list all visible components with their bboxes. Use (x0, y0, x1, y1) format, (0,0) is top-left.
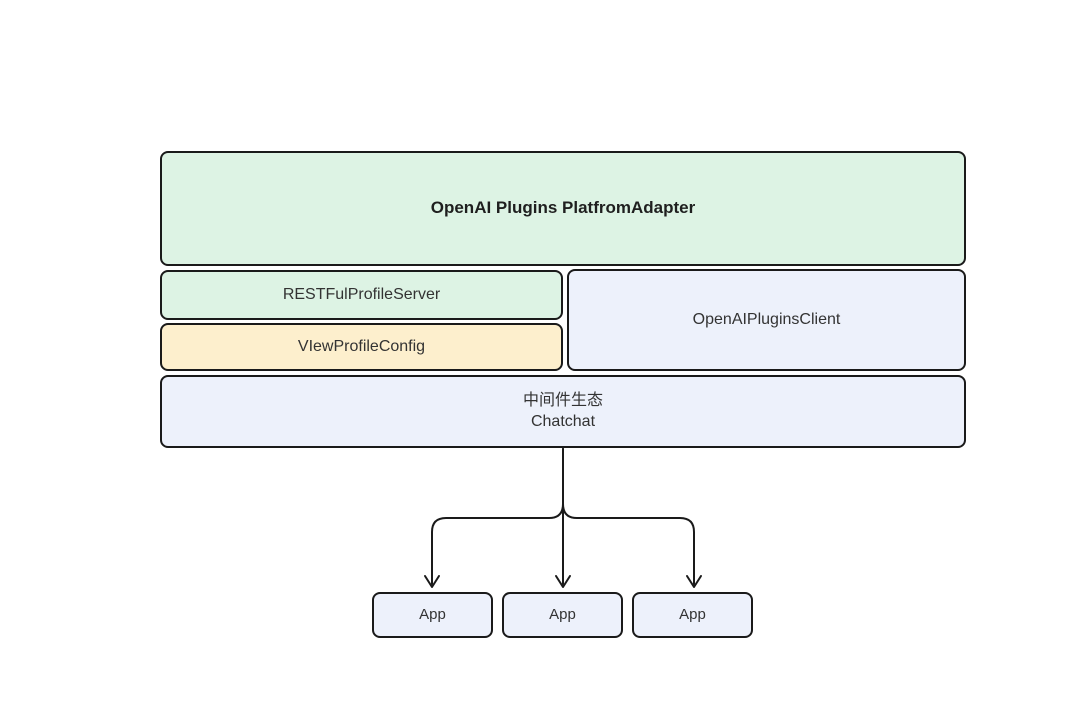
app-box-2: App (502, 592, 623, 638)
arrow-to-app-1 (431, 448, 564, 585)
plugins-client-box: OpenAIPluginsClient (567, 269, 966, 371)
rest-server-label: RESTFulProfileServer (282, 285, 441, 303)
rest-server-box: RESTFulProfileServer (160, 270, 563, 320)
middleware-box: 中间件生态 Chatchat (160, 375, 966, 448)
adapter-box: OpenAI Plugins PlatfromAdapter (160, 151, 966, 266)
app-label-3: App (679, 606, 706, 624)
app-label-2: App (549, 606, 576, 624)
arrowhead-app-1 (424, 575, 440, 588)
app-box-1: App (372, 592, 493, 638)
middleware-label-line2: Chatchat (530, 412, 596, 430)
middleware-label-line1: 中间件生态 (522, 391, 603, 409)
view-config-box: VIewProfileConfig (160, 323, 563, 371)
arrow-to-app-3 (562, 448, 695, 585)
arrowhead-app-3 (686, 575, 702, 588)
view-config-label: VIewProfileConfig (297, 337, 426, 355)
adapter-label: OpenAI Plugins PlatfromAdapter (430, 198, 696, 218)
app-box-3: App (632, 592, 753, 638)
app-label-1: App (419, 606, 446, 624)
plugins-client-label: OpenAIPluginsClient (692, 310, 841, 328)
arrowhead-app-2 (555, 575, 571, 588)
